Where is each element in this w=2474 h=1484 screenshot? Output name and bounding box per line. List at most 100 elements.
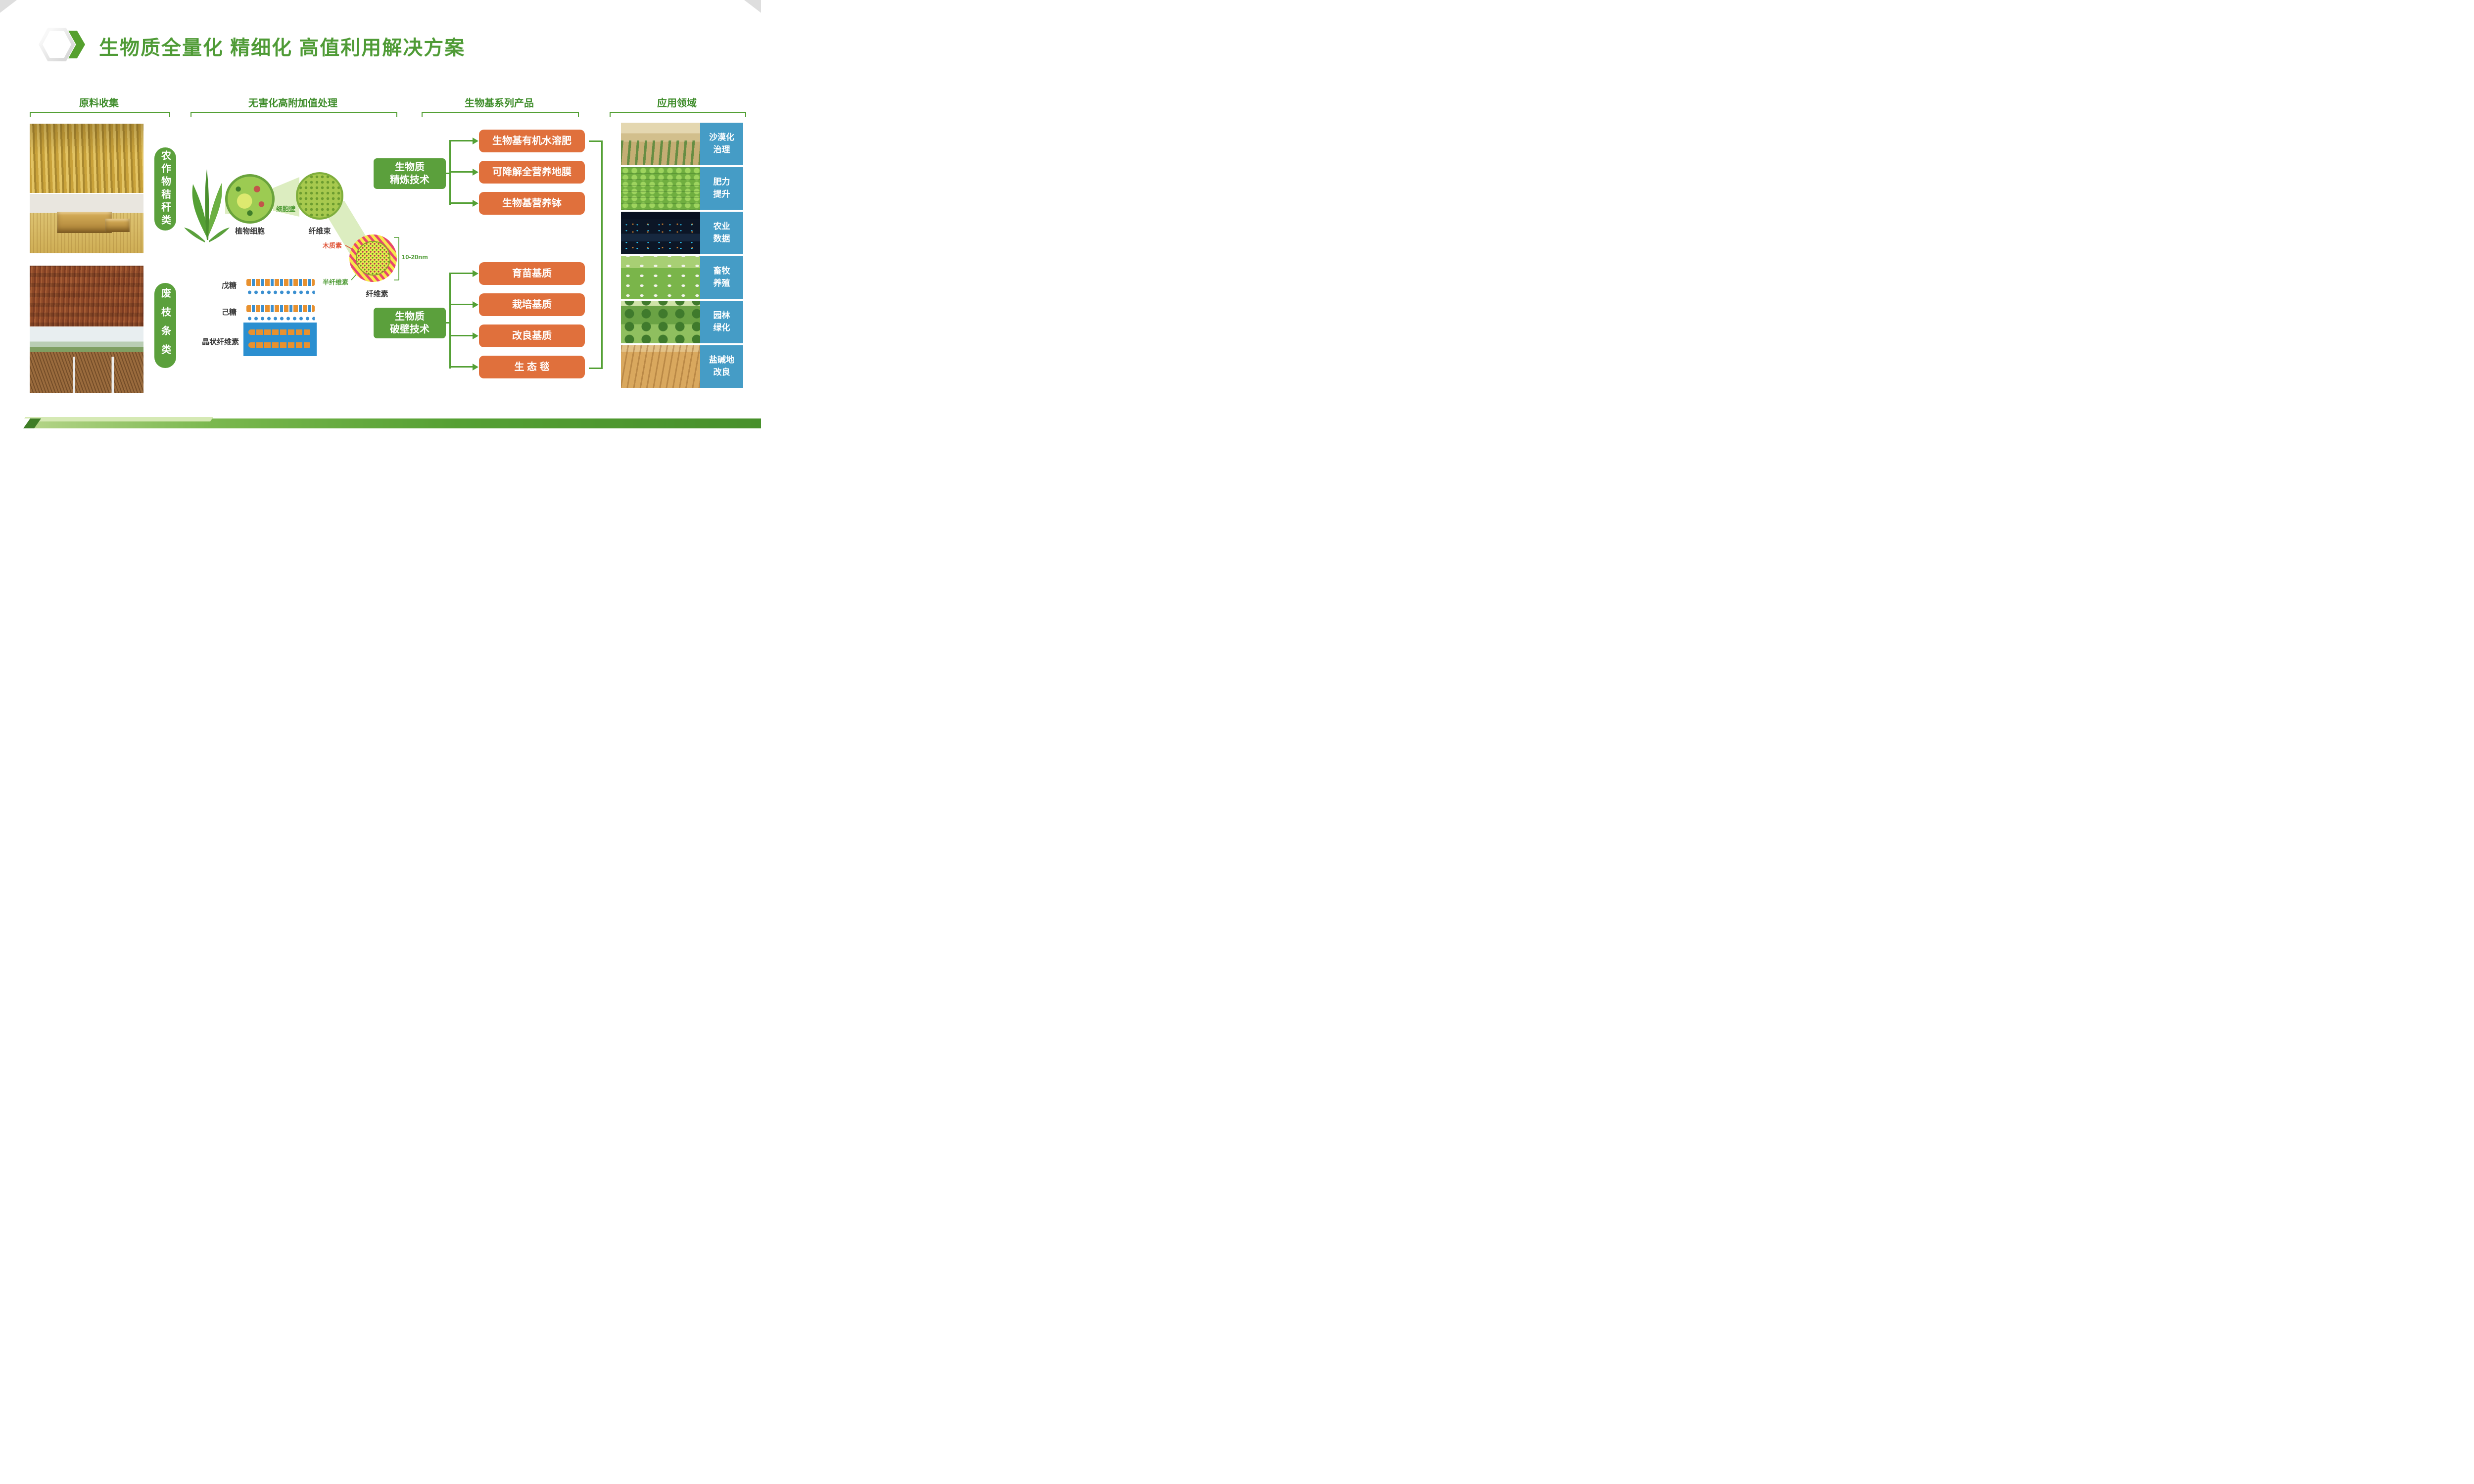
header-processing: 无害化高附加值处理 xyxy=(248,98,337,109)
bracket-products xyxy=(422,112,579,117)
pentose-chain-illustration xyxy=(246,279,315,286)
tech-refining-line1: 生物质 xyxy=(395,162,425,173)
app-label-desert: 沙漠化 治理 xyxy=(700,123,743,165)
app-row-desert: 沙漠化 治理 xyxy=(621,123,743,165)
label-lignin: 木质素 xyxy=(323,242,342,249)
app-label-desert-line1: 沙漠化 xyxy=(709,133,734,142)
app-label-saline: 盐碱地 改良 xyxy=(700,345,743,388)
label-fiber-bundle: 纤维束 xyxy=(308,227,331,235)
hexose-chain-illustration-2 xyxy=(246,316,315,322)
arrow-icon xyxy=(473,301,478,308)
slide: 生物质全量化 精细化 高值利用解决方案 原料收集 无害化高附加值处理 生物基系列… xyxy=(0,0,761,428)
arrow-icon xyxy=(473,270,478,277)
product-water-soluble-fertilizer: 生物基有机水溶肥 xyxy=(479,130,585,152)
pentose-chain-illustration-2 xyxy=(246,289,315,295)
connector-arrow-line xyxy=(449,140,473,141)
photo-corn-stalks xyxy=(30,124,143,193)
connector-arrow-line xyxy=(449,273,473,274)
connector-arrow-line xyxy=(449,202,473,204)
straw-bale xyxy=(104,219,130,232)
apps-bracket-bottom xyxy=(589,368,603,369)
label-hemicellulose: 半纤维素 xyxy=(323,278,349,286)
tech-wall-breaking-line2: 破壁技术 xyxy=(390,324,429,335)
label-cell-wall: 细胞壁 xyxy=(276,205,296,213)
photo-sheep-pasture xyxy=(621,256,700,299)
arrow-icon xyxy=(473,138,478,144)
arrow-icon xyxy=(473,200,478,207)
tech-refining-line2: 精炼技术 xyxy=(390,175,429,186)
product-degradable-mulch-film: 可降解全营养地膜 xyxy=(479,161,585,184)
fiber-cross-section-core xyxy=(356,241,390,276)
app-label-livestock-line2: 养殖 xyxy=(713,278,730,288)
crystalline-cellulose-illustration xyxy=(243,323,317,356)
app-label-agridata: 农业 数据 xyxy=(700,212,743,254)
crystalline-strip xyxy=(248,342,312,348)
photo-landscaped-park xyxy=(621,301,700,343)
tech-box-wall-breaking: 生物质 破壁技术 xyxy=(374,308,446,338)
label-crystalline-cellulose: 晶状纤维素 xyxy=(202,338,239,346)
app-label-livestock-line1: 畜牧 xyxy=(713,266,730,276)
header-collection: 原料收集 xyxy=(79,98,119,109)
category-waste-branches-label: 废枝条类 xyxy=(159,288,171,363)
connector-arrow-line xyxy=(449,335,473,336)
bracket-applications xyxy=(610,112,746,117)
product-improvement-substrate: 改良基质 xyxy=(479,325,585,347)
label-cellulose: 纤维素 xyxy=(366,290,388,298)
app-row-fertility: 肥力 提升 xyxy=(621,167,743,210)
arrow-icon xyxy=(473,364,478,371)
app-row-agridata: 农业 数据 xyxy=(621,212,743,254)
product-nutrient-pot: 生物基营养钵 xyxy=(479,192,585,215)
photo-pruned-branches xyxy=(30,327,143,393)
label-plant-cell: 植物细胞 xyxy=(235,227,265,235)
tech-wall-breaking-line1: 生物质 xyxy=(395,311,425,322)
label-pentose: 戊糖 xyxy=(222,281,237,290)
apps-bracket-top xyxy=(589,140,603,142)
product-ecological-blanket: 生 态 毯 xyxy=(479,356,585,378)
tech-box-refining: 生物质 精炼技术 xyxy=(374,158,446,189)
app-row-livestock: 畜牧 养殖 xyxy=(621,256,743,299)
app-row-landscaping: 园林 绿化 xyxy=(621,301,743,343)
bracket-processing xyxy=(190,112,397,117)
app-label-livestock: 畜牧 养殖 xyxy=(700,256,743,299)
arrow-icon xyxy=(473,332,478,339)
connector-arrow-line xyxy=(449,366,473,368)
header-applications: 应用领域 xyxy=(657,98,697,109)
straw-bale xyxy=(57,212,112,233)
photo-saline-soil xyxy=(621,345,700,388)
fiber-bundle-illustration xyxy=(296,172,343,220)
corner-decoration-right xyxy=(744,0,761,13)
photo-vegetable-field xyxy=(621,167,700,210)
arrow-icon xyxy=(473,169,478,176)
label-diameter: 10-20nm xyxy=(402,253,428,261)
app-label-fertility: 肥力 提升 xyxy=(700,167,743,210)
label-hexose: 己糖 xyxy=(222,308,237,317)
app-label-saline-line2: 改良 xyxy=(713,368,730,377)
footer-ribbon-highlight xyxy=(22,417,214,421)
connector-stub-refining xyxy=(446,173,451,174)
plant-illustration-icon xyxy=(184,169,230,242)
plant-cell-illustration xyxy=(225,174,275,224)
app-label-saline-line1: 盐碱地 xyxy=(709,355,734,365)
photo-straw-bales xyxy=(30,194,143,253)
app-label-fertility-line1: 肥力 xyxy=(713,177,730,187)
app-label-agridata-line2: 数据 xyxy=(713,234,730,243)
app-label-fertility-line2: 提升 xyxy=(713,189,730,199)
photo-data-center xyxy=(621,212,700,254)
category-waste-branches: 废枝条类 xyxy=(154,283,176,368)
connector-arrow-line xyxy=(449,171,473,173)
product-cultivation-substrate: 栽培基质 xyxy=(479,293,585,316)
app-label-landscaping-line1: 园林 xyxy=(713,311,730,321)
app-label-agridata-line1: 农业 xyxy=(713,222,730,232)
connector-arrow-line xyxy=(449,304,473,305)
header-products: 生物基系列产品 xyxy=(465,98,534,109)
category-crop-straw: 农作物秸秆类 xyxy=(154,147,176,231)
photo-desert-restoration xyxy=(621,123,700,165)
apps-bracket-vline xyxy=(601,140,603,369)
crystalline-strip xyxy=(248,329,312,335)
corner-decoration-left xyxy=(0,0,17,13)
hexose-chain-illustration xyxy=(246,305,315,312)
category-crop-straw-label: 农作物秸秆类 xyxy=(159,150,171,228)
page-title: 生物质全量化 精细化 高值利用解决方案 xyxy=(99,37,466,59)
connector-vline-refining xyxy=(449,140,451,205)
connector-vline-wall-breaking xyxy=(449,273,451,369)
